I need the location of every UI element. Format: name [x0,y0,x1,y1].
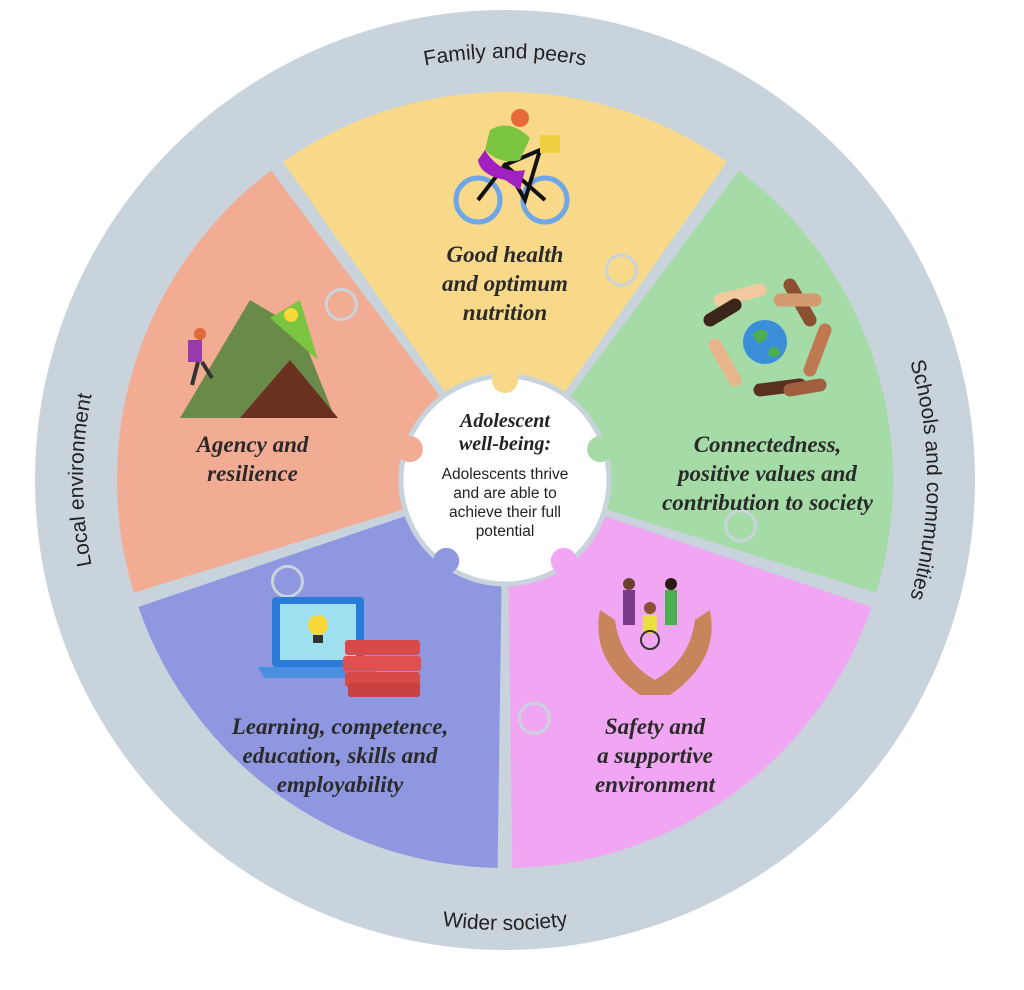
puzzle-knob [270,564,304,598]
center-puzzle-knob [433,547,460,574]
center-puzzle-knob [492,367,518,393]
center-description: Adolescents thrive and are able to achie… [405,465,605,541]
center-puzzle-knob [587,436,614,463]
label-line: Connectedness, [693,432,842,457]
center-body-line: Adolescents thrive [441,466,569,483]
center-body-line: potential [475,523,535,540]
label-line: Agency and [196,432,309,457]
center-title: Adolescent well-being: [405,410,605,456]
label-line: Learning, competence, [231,714,449,739]
laptop-books-icon [258,597,421,697]
mountain-climber-icon [180,300,338,418]
label-line: environment [594,772,716,797]
label-line: Good health [446,242,564,267]
puzzle-knob [324,287,358,321]
center-body-line: and are able to [453,485,557,502]
segment-label-connectedness: Connectedness, positive values and contr… [635,430,900,517]
label-line: contribution to society [662,490,873,515]
label-line: resilience [207,461,298,486]
cyclist-icon [453,109,570,225]
segment-label-learning: Learning, competence, education, skills … [210,712,470,799]
center-puzzle-knob [396,436,423,463]
puzzle-knob [604,253,638,287]
puzzle-knob [517,701,551,735]
center-body-line: achieve their full [448,504,561,521]
segment-health [277,87,733,484]
center-title-line: well-being: [458,433,552,455]
center-title-line: Adolescent [460,410,550,432]
label-line: employability [276,772,404,797]
label-line: positive values and [678,461,857,486]
label-line: and optimum [442,271,568,296]
puzzle-knob [724,509,758,543]
center-puzzle-knob [550,547,577,574]
label-line: nutrition [462,300,548,325]
ring-label-bottom: Wider society [442,908,569,935]
label-line: education, skills and [242,743,438,768]
label-line: a supportive [597,743,713,768]
segment-label-safety: Safety and a supportive environment [545,712,765,799]
label-line: Safety and [604,714,706,739]
segment-label-health: Good health and optimum nutrition [405,240,605,327]
hands-around-globe-icon [703,278,832,397]
hands-holding-people-icon [598,578,712,695]
segment-label-agency: Agency and resilience [165,430,340,488]
